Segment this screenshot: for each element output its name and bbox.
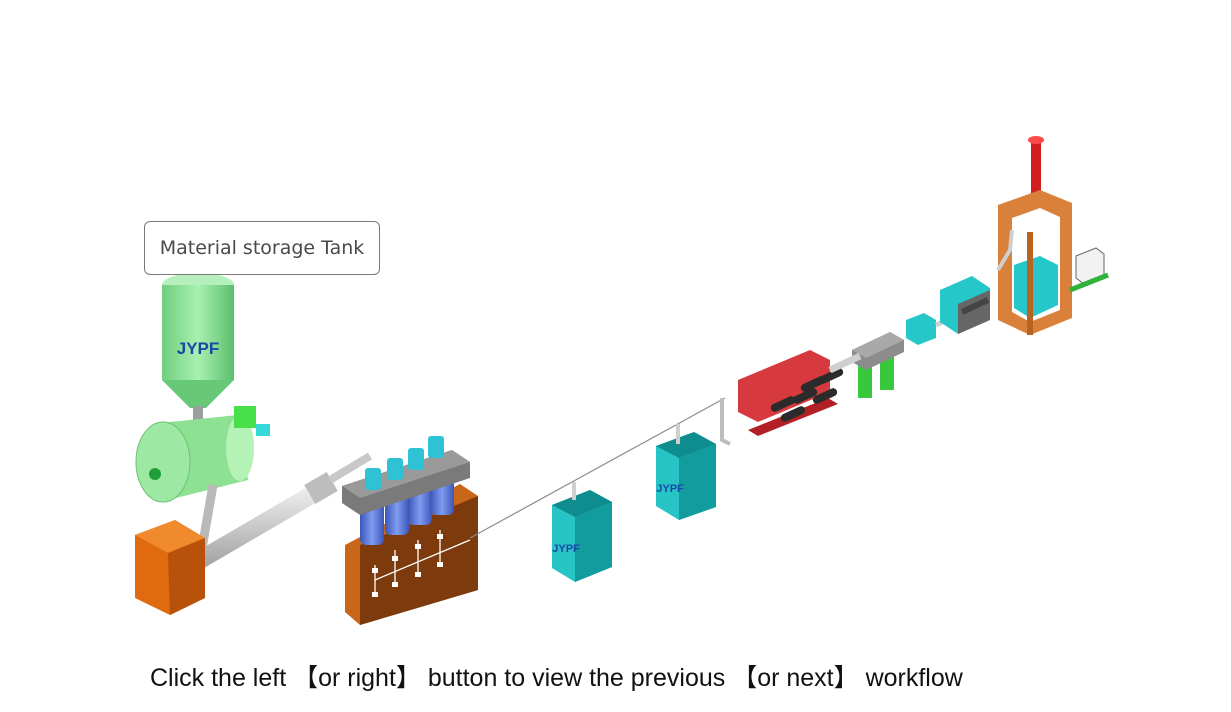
filament-line [469,397,726,539]
cooling-tank-2-logo: JYPF [656,483,684,495]
press-frame[interactable] [996,136,1109,335]
control-cabinet[interactable] [135,520,205,615]
cooling-tank-2[interactable]: JYPF [656,424,716,520]
guide-rail [720,398,731,446]
multi-head-extruder[interactable] [342,436,478,625]
drum-mixer[interactable] [135,406,270,503]
cooling-tank-1[interactable]: JYPF [552,482,612,582]
material-storage-tank[interactable]: JYPF [162,273,234,428]
material-storage-tank-tooltip: Material storage Tank [144,221,380,275]
tank-logo: JYPF [177,339,220,358]
cooling-tank-1-logo: JYPF [552,543,580,555]
mixer-hub-icon [149,468,161,480]
winder-box[interactable] [940,276,990,334]
cutter-unit[interactable] [828,332,904,398]
haul-off-unit[interactable] [738,350,844,436]
workflow-instruction-caption: Click the left 【or right】 button to view… [150,664,963,692]
